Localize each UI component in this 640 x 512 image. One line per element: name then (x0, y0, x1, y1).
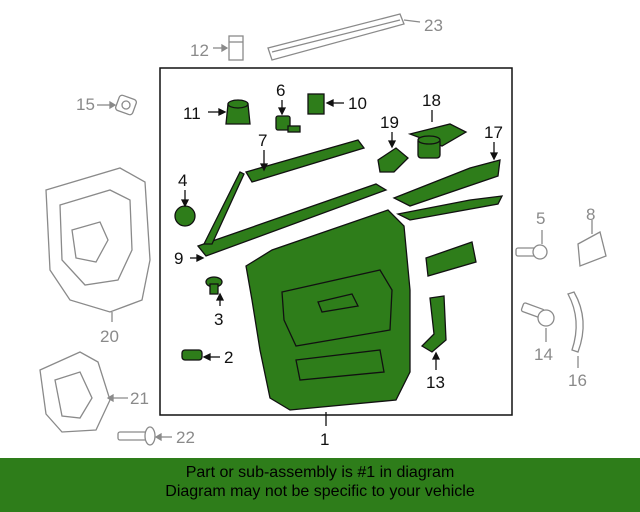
callout-19: 19 (380, 113, 399, 132)
callout-15: 15 (76, 95, 95, 114)
part-switch-19 (377, 132, 409, 173)
info-banner: Part or sub-assembly is #1 in diagram Di… (0, 458, 640, 512)
part-pin-3 (205, 276, 225, 306)
callout-1: 1 (320, 430, 329, 449)
part-bracket-21 (39, 351, 128, 433)
part-bolt-14 (520, 302, 555, 342)
callout-3: 3 (214, 310, 223, 329)
part-fastener-6 (275, 100, 301, 133)
part-pad-8 (577, 220, 607, 267)
part-screw-5 (515, 230, 548, 260)
callout-22: 22 (176, 428, 195, 447)
banner-line-1: Part or sub-assembly is #1 in diagram (185, 464, 455, 481)
callout-23: 23 (424, 16, 443, 35)
part-door-trim-panel-1 (245, 209, 411, 426)
callout-2: 2 (224, 348, 233, 367)
callout-6: 6 (276, 81, 285, 100)
callout-14: 14 (534, 345, 553, 364)
part-clip-4 (174, 190, 196, 227)
callout-16: 16 (568, 371, 587, 390)
part-clip-10 (307, 93, 344, 115)
part-screw-2 (181, 349, 220, 362)
part-bezel-18 (407, 110, 468, 159)
callout-5: 5 (536, 209, 545, 228)
part-inner-panel-20 (45, 167, 151, 322)
banner-line-2: Diagram may not be specific to your vehi… (165, 483, 475, 500)
parts-diagram: 1 2 3 4 5 6 7 8 9 10 11 12 13 14 15 16 1… (39, 13, 607, 449)
callout-8: 8 (586, 205, 595, 224)
callout-13: 13 (426, 373, 445, 392)
callout-21: 21 (130, 389, 149, 408)
part-pin-12 (213, 35, 244, 61)
part-upper-trim (190, 171, 388, 263)
part-pocket (425, 241, 477, 277)
detail-frame (159, 67, 513, 416)
part-armrest-17 (392, 142, 504, 221)
part-cap-11 (208, 99, 251, 125)
callout-18: 18 (422, 91, 441, 110)
part-pull-handle-13 (420, 295, 447, 370)
callout-20: 20 (100, 327, 119, 346)
callout-4: 4 (178, 171, 187, 190)
callout-10: 10 (348, 94, 367, 113)
callout-11: 11 (183, 104, 201, 123)
part-clip-15 (97, 94, 137, 116)
callout-17: 17 (484, 123, 503, 142)
part-bolt-22 (117, 426, 172, 446)
part-strip-16 (567, 291, 584, 368)
part-weatherstrip-23 (267, 13, 421, 61)
part-molding-7 (245, 139, 366, 183)
callout-7: 7 (258, 131, 267, 150)
callout-9: 9 (174, 249, 183, 268)
callout-12: 12 (190, 41, 209, 60)
